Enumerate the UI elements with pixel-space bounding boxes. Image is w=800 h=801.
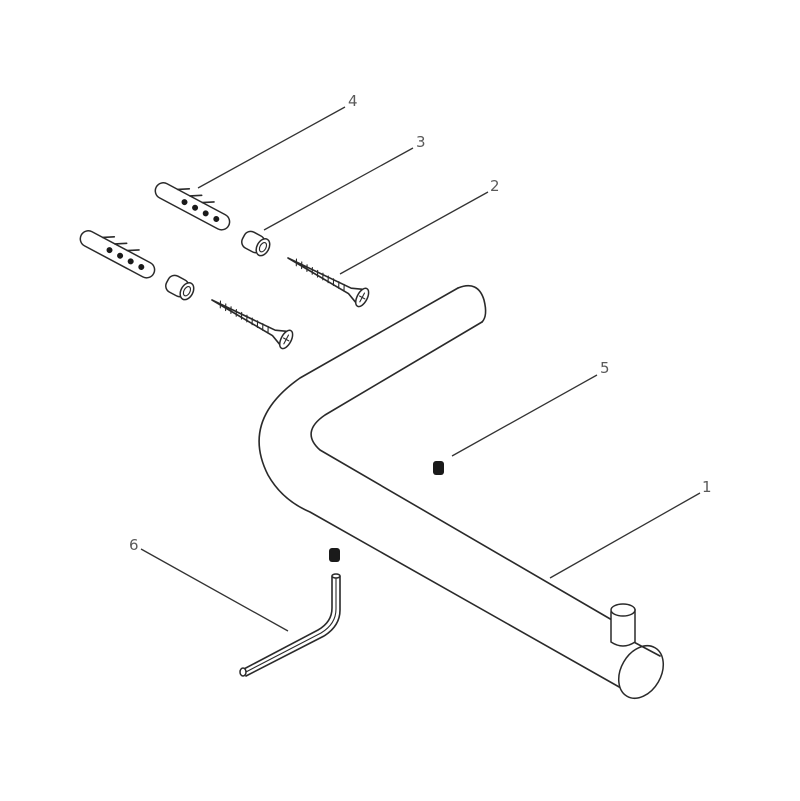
callout-2-label: 2 xyxy=(490,177,500,195)
callout-6-label: 6 xyxy=(129,536,139,554)
leader-lines xyxy=(140,106,701,632)
bar-part xyxy=(258,284,665,699)
screw-part xyxy=(211,257,370,350)
set-screw-part xyxy=(329,461,444,562)
spacer-part xyxy=(165,230,271,301)
callout-3-label: 3 xyxy=(416,133,426,151)
hex-key-part xyxy=(239,573,341,677)
wall-plug-part xyxy=(79,182,231,279)
callout-5-label: 5 xyxy=(600,359,610,377)
callout-4-label: 4 xyxy=(348,92,358,110)
callout-1-label: 1 xyxy=(702,478,712,496)
